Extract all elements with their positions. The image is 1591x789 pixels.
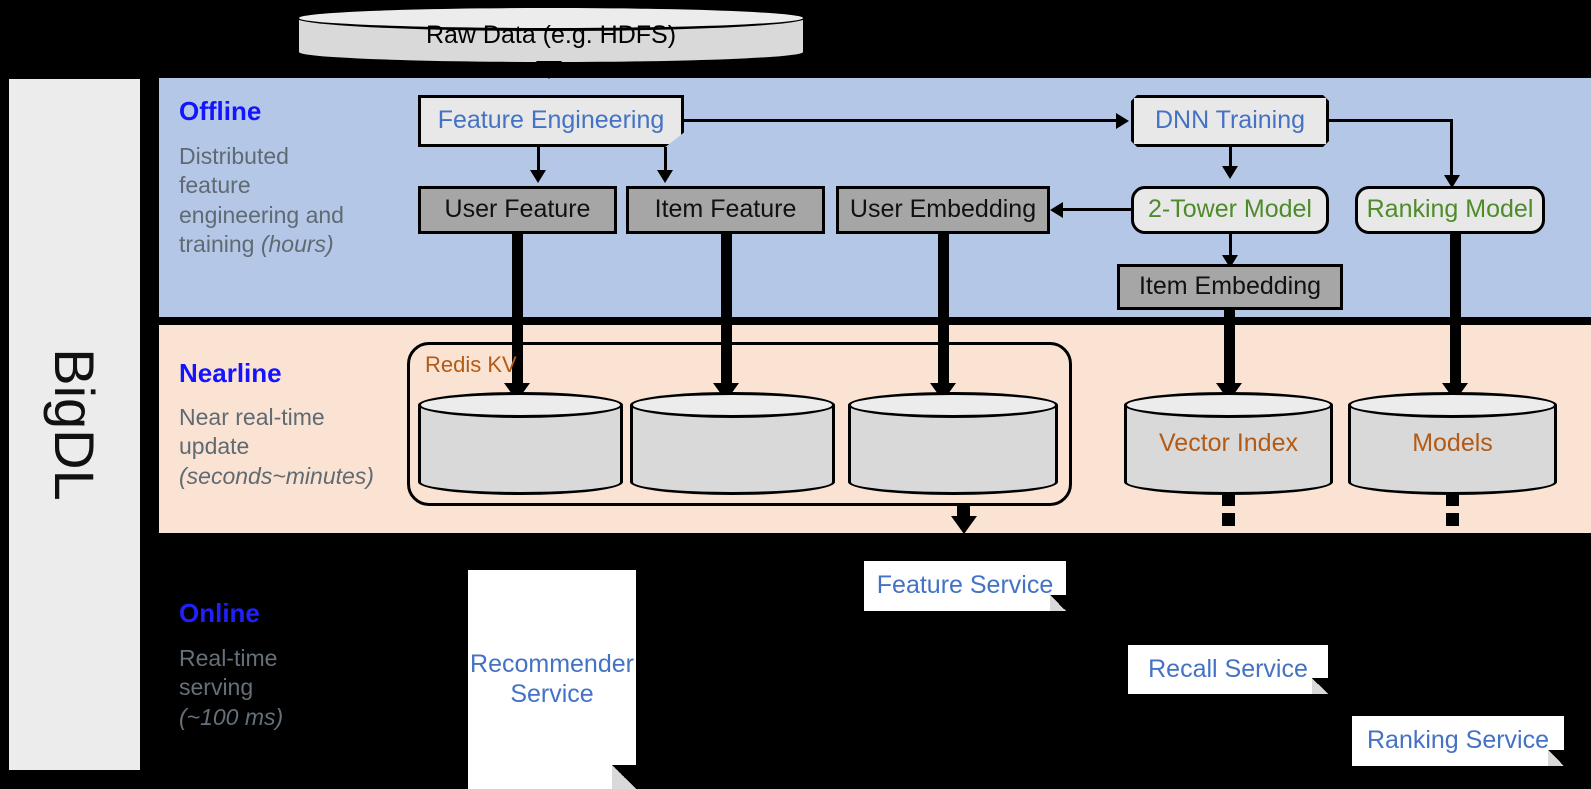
pipe-userembedding xyxy=(938,234,949,386)
arrow-fe-userfeature xyxy=(530,170,546,183)
user-embedding-label: User Embedding xyxy=(849,195,1037,224)
page-fold-icon xyxy=(1050,595,1066,611)
recall-service-label: Recall Service xyxy=(1148,654,1308,683)
raw-data-label: Raw Data (e.g. HDFS) xyxy=(425,20,677,49)
user-embedding-store-cylinder[interactable] xyxy=(848,392,1058,495)
item-feature-store-top xyxy=(630,392,835,418)
vector-index-label: Vector Index xyxy=(1159,429,1298,457)
redis-kv-label: Redis KV xyxy=(425,352,517,377)
arrow-redis-featureservice xyxy=(951,516,977,534)
feature-service-label: Feature Service xyxy=(876,571,1054,600)
conn-models-stub-2 xyxy=(1446,513,1459,526)
conn-fe-itemfeature xyxy=(664,147,667,171)
page-fold-icon xyxy=(1548,750,1564,766)
dnn-training-box[interactable]: DNN Training xyxy=(1131,95,1329,147)
item-embedding-box[interactable]: Item Embedding xyxy=(1117,264,1343,310)
feature-engineering-label: Feature Engineering xyxy=(437,106,665,135)
conn-dnn-ranking-v xyxy=(1450,119,1453,176)
nearline-stage-title: Nearline xyxy=(179,358,282,388)
user-embedding-store-top xyxy=(848,392,1058,418)
ranking-service-label: Ranking Service xyxy=(1366,726,1550,755)
user-feature-label: User Feature xyxy=(444,195,591,224)
item-feature-label: Item Feature xyxy=(654,195,797,224)
arrow-rawdata-fe xyxy=(536,61,562,79)
item-embedding-label: Item Embedding xyxy=(1138,272,1322,301)
nearline-desc-l1: Near real-time xyxy=(179,404,325,430)
arrow-twotower-userembedding xyxy=(1050,202,1063,218)
nearline-stage-desc: Near real-time update (seconds~minutes) xyxy=(179,403,404,491)
vector-index-top xyxy=(1124,392,1333,418)
item-feature-box[interactable]: Item Feature xyxy=(626,186,825,234)
ranking-model-box[interactable]: Ranking Model xyxy=(1355,186,1545,234)
pipe-itemembedding xyxy=(1224,310,1235,386)
conn-redis-featureservice-stub xyxy=(957,504,970,517)
recall-service-card[interactable]: Recall Service xyxy=(1128,645,1328,694)
recommender-service-label-l2: Service xyxy=(510,679,594,708)
vector-index-cylinder[interactable]: Vector Index xyxy=(1124,392,1333,495)
recommender-service-card[interactable]: Recommender Service xyxy=(468,570,636,789)
user-feature-store-cylinder[interactable] xyxy=(418,392,623,495)
conn-dnn-twotower xyxy=(1229,147,1232,167)
raw-data-cylinder: Raw Data (e.g. HDFS) xyxy=(296,5,806,65)
feature-service-card[interactable]: Feature Service xyxy=(864,561,1066,611)
user-feature-box[interactable]: User Feature xyxy=(418,186,617,234)
arrow-fe-dnn xyxy=(1116,113,1129,129)
offline-desc-l3: engineering and xyxy=(179,201,344,228)
conn-dnn-ranking-h xyxy=(1329,119,1453,122)
recommender-service-label-l1: Recommender xyxy=(470,650,634,678)
conn-twotower-itememb xyxy=(1229,234,1232,256)
nearline-desc-l3: (seconds~minutes) xyxy=(179,462,374,489)
models-cylinder[interactable]: Models xyxy=(1348,392,1557,495)
page-fold-icon xyxy=(1312,678,1328,694)
arrow-dnn-ranking xyxy=(1444,175,1460,188)
dnn-training-label: DNN Training xyxy=(1154,106,1306,135)
online-desc-l3: (~100 ms) xyxy=(179,703,284,730)
conn-vectorindex-stub-1 xyxy=(1222,493,1235,506)
offline-desc-l1: Distributed xyxy=(179,143,289,169)
pipe-itemfeature xyxy=(721,234,732,386)
arrow-fe-itemfeature xyxy=(657,170,673,183)
offline-stage-title: Offline xyxy=(179,96,262,126)
offline-desc-l4-italic: (hours) xyxy=(260,231,334,258)
nearline-desc-l2: update xyxy=(179,433,250,460)
two-tower-model-label: 2-Tower Model xyxy=(1148,195,1312,224)
conn-vectorindex-stub-2 xyxy=(1222,513,1235,526)
offline-desc-l2: feature xyxy=(179,172,251,199)
raw-data-top xyxy=(296,5,806,31)
feature-engineering-box[interactable]: Feature Engineering xyxy=(418,95,684,147)
conn-models-stub-1 xyxy=(1446,493,1459,506)
models-label: Models xyxy=(1412,429,1493,457)
user-embedding-box[interactable]: User Embedding xyxy=(836,186,1050,234)
conn-twotower-userembedding xyxy=(1063,208,1131,211)
pipe-rankingmodel xyxy=(1450,234,1461,386)
conn-fe-dnn xyxy=(684,119,1116,122)
ranking-service-card[interactable]: Ranking Service xyxy=(1352,716,1564,766)
online-stage-desc: Real-time serving (~100 ms) xyxy=(179,644,404,732)
pipe-userfeature xyxy=(512,234,523,386)
bigdl-rail: BigDL xyxy=(6,76,143,773)
bigdl-label: BigDL xyxy=(43,348,106,501)
ranking-model-label: Ranking Model xyxy=(1366,195,1534,224)
conn-fe-userfeature xyxy=(537,147,540,171)
online-desc-l2: serving xyxy=(179,674,254,701)
redis-kv-group xyxy=(407,342,1072,506)
online-desc-l1: Real-time xyxy=(179,645,278,671)
online-stage-title: Online xyxy=(179,598,260,628)
models-top xyxy=(1348,392,1557,418)
two-tower-model-box[interactable]: 2-Tower Model xyxy=(1131,186,1329,234)
offline-stage-desc: Distributed feature engineering and trai… xyxy=(179,142,404,260)
item-feature-store-cylinder[interactable] xyxy=(630,392,835,495)
offline-desc-l4: training xyxy=(179,231,261,258)
user-feature-store-top xyxy=(418,392,623,418)
arrow-dnn-twotower xyxy=(1222,166,1238,179)
page-fold-icon xyxy=(612,765,636,789)
